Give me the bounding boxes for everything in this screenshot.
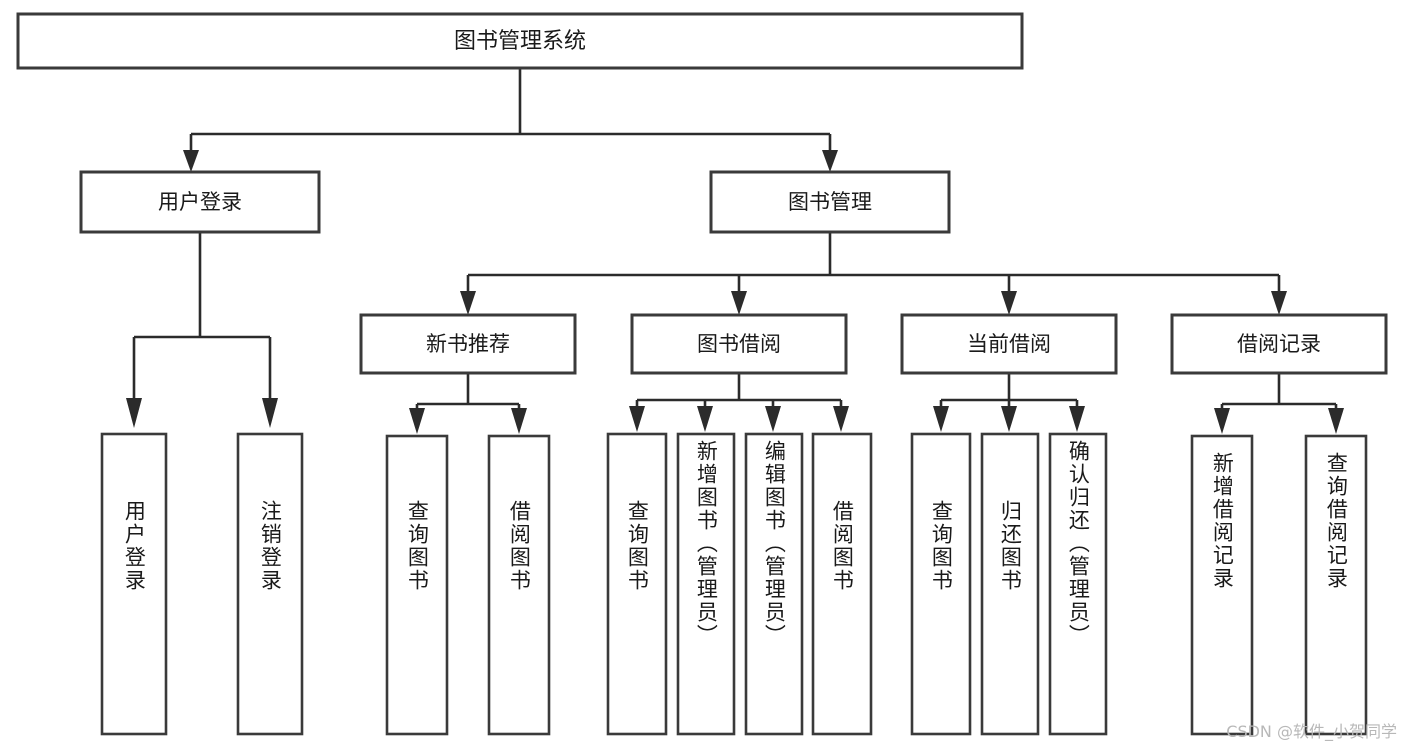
leaf-box-add-book[interactable] [676, 432, 736, 736]
node-book-borrow[interactable]: 图书借阅 [630, 313, 848, 375]
node-current-borrow-box[interactable] [900, 313, 1118, 375]
arrow-user-login [183, 150, 199, 172]
leaf-box-return-book[interactable] [980, 432, 1040, 736]
connector-layer [126, 68, 1344, 434]
node-book-manage-box[interactable] [709, 170, 951, 234]
arrow-leaf-borrow-book-1 [511, 408, 527, 434]
arrow-leaf-user-login [126, 398, 142, 428]
node-root-box[interactable] [16, 12, 1024, 70]
node-root-label: 图书管理系统 [454, 29, 586, 54]
arrow-leaf-logout [262, 398, 278, 428]
leaf-box-borrow-book-1[interactable] [487, 434, 551, 736]
arrow-newbook [460, 291, 476, 315]
leaf-box-query-book-1[interactable] [385, 434, 449, 736]
arrow-leaf-return-book [1001, 406, 1017, 432]
node-book-borrow-box[interactable] [630, 313, 848, 375]
arrow-leaf-borrow-book-2 [833, 406, 849, 432]
node-borrow-record-label: 借阅记录 [1237, 332, 1321, 356]
arrow-leaf-add-record [1214, 408, 1230, 434]
node-borrow-record-box[interactable] [1170, 313, 1388, 375]
arrow-leaf-query-book-3 [933, 406, 949, 432]
leaf-box-borrow-book-2[interactable] [811, 432, 873, 736]
node-user-login-box[interactable] [79, 170, 321, 234]
node-book-manage[interactable]: 图书管理 [709, 170, 951, 234]
node-current-borrow[interactable]: 当前借阅 [900, 313, 1118, 375]
node-root[interactable]: 图书管理系统 [16, 12, 1024, 70]
leaf-box-logout[interactable] [236, 432, 304, 736]
arrow-book-manage [822, 150, 838, 172]
leaf-box-query-record[interactable] [1304, 434, 1368, 736]
leaf-box-query-book-2[interactable] [606, 432, 668, 736]
arrow-leaf-query-record [1328, 408, 1344, 434]
arrow-leaf-edit-book [765, 406, 781, 432]
node-new-book-rec-box[interactable] [359, 313, 577, 375]
arrow-borrowrecord [1271, 291, 1287, 315]
arrow-leaf-add-book [697, 406, 713, 432]
arrow-leaf-query-book-2 [629, 406, 645, 432]
watermark: CSDN @软件_小贺同学 [1226, 722, 1397, 741]
node-user-login-label: 用户登录 [158, 190, 242, 214]
arrow-leaf-query-book-1 [409, 408, 425, 434]
leaf-box-query-book-3[interactable] [910, 432, 972, 736]
arrow-bookborrow [731, 291, 747, 315]
node-new-book-rec[interactable]: 新书推荐 [359, 313, 577, 375]
node-current-borrow-label: 当前借阅 [967, 332, 1051, 356]
node-user-login[interactable]: 用户登录 [79, 170, 321, 234]
node-book-manage-label: 图书管理 [788, 190, 872, 214]
leaf-box-add-record[interactable] [1190, 434, 1254, 736]
arrow-leaf-confirm-return [1069, 406, 1085, 432]
node-book-borrow-label: 图书借阅 [697, 332, 781, 356]
leaf-box-confirm-return[interactable] [1048, 432, 1108, 736]
leaf-box-edit-book[interactable] [744, 432, 804, 736]
node-new-book-rec-label: 新书推荐 [426, 332, 510, 356]
arrow-currentborrow [1001, 291, 1017, 315]
node-borrow-record[interactable]: 借阅记录 [1170, 313, 1388, 375]
leaf-box-user-login[interactable] [100, 432, 168, 736]
